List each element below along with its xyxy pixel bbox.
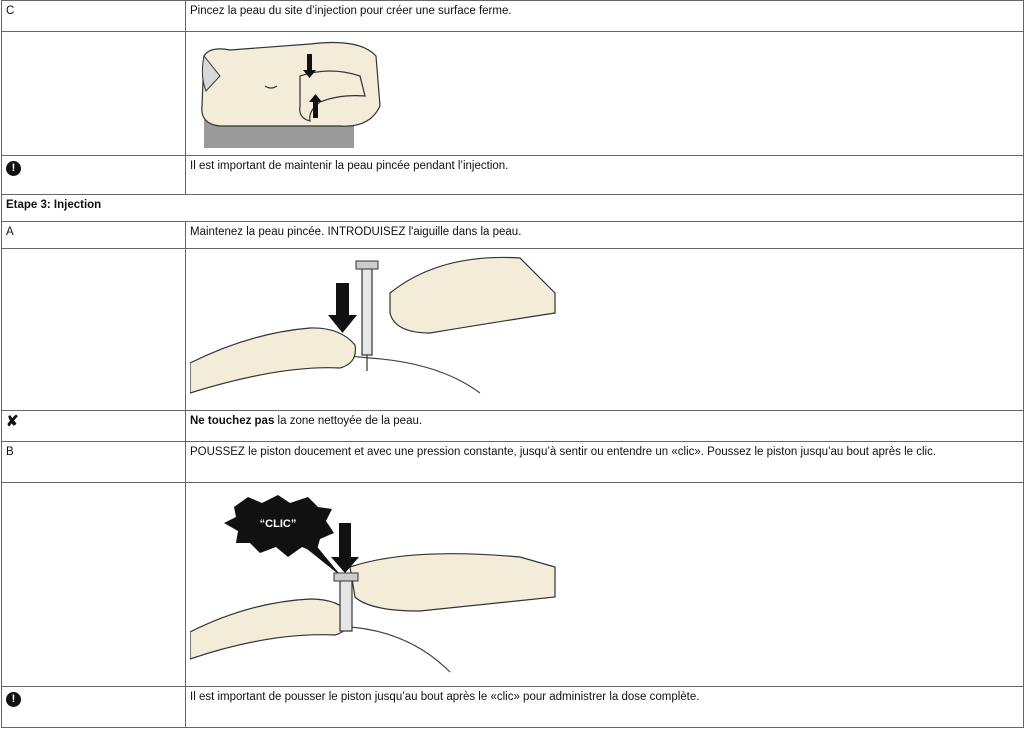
illustration-cell: “CLIC” — [185, 482, 1024, 687]
exclamation-circle-icon: ! — [6, 692, 21, 707]
step-label: C — [1, 0, 186, 32]
insert-needle-illustration — [190, 256, 556, 394]
step-text: Maintenez la peau pincée. INTRODUISEZ l'… — [185, 221, 1024, 249]
illustration-cell — [185, 248, 1024, 411]
step-text: Pincez la peau du site d’injection pour … — [185, 0, 1024, 32]
step-label: B — [1, 441, 186, 483]
do-not-bold: Ne touchez pas — [190, 415, 275, 427]
row-illustration-pinch — [1, 31, 1024, 156]
section-title: Etape 3: Injection — [1, 194, 1024, 222]
step-label: A — [1, 221, 186, 249]
row-warning-2: ! Il est important de pousser le piston … — [1, 686, 1024, 728]
row-step-a: A Maintenez la peau pincée. INTRODUISEZ … — [1, 221, 1024, 249]
warning-text: Il est important de pousser le piston ju… — [185, 686, 1024, 728]
row-do-not: ✘ Ne touchez pas la zone nettoyée de la … — [1, 410, 1024, 442]
row-warning-1: ! Il est important de maintenir la peau … — [1, 155, 1024, 195]
clic-label: “CLIC” — [260, 518, 297, 530]
row-illustration-push: “CLIC” — [1, 482, 1024, 687]
row-section-title: Etape 3: Injection — [1, 194, 1024, 222]
row-step-c: C Pincez la peau du site d’injection pou… — [1, 0, 1024, 32]
illustration-cell — [185, 31, 1024, 156]
step-text: POUSSEZ le piston doucement et avec une … — [185, 441, 1024, 483]
cross-icon: ✘ — [6, 413, 19, 430]
row-step-b: B POUSSEZ le piston doucement et avec un… — [1, 441, 1024, 483]
warning-text: Il est important de maintenir la peau pi… — [185, 155, 1024, 195]
pinch-skin-illustration — [201, 41, 381, 148]
exclamation-circle-icon: ! — [6, 161, 21, 176]
push-plunger-illustration: “CLIC” — [190, 495, 556, 673]
do-not-text: Ne touchez pas la zone nettoyée de la pe… — [185, 410, 1024, 442]
row-illustration-insert — [1, 248, 1024, 411]
do-not-rest: la zone nettoyée de la peau. — [274, 415, 423, 427]
